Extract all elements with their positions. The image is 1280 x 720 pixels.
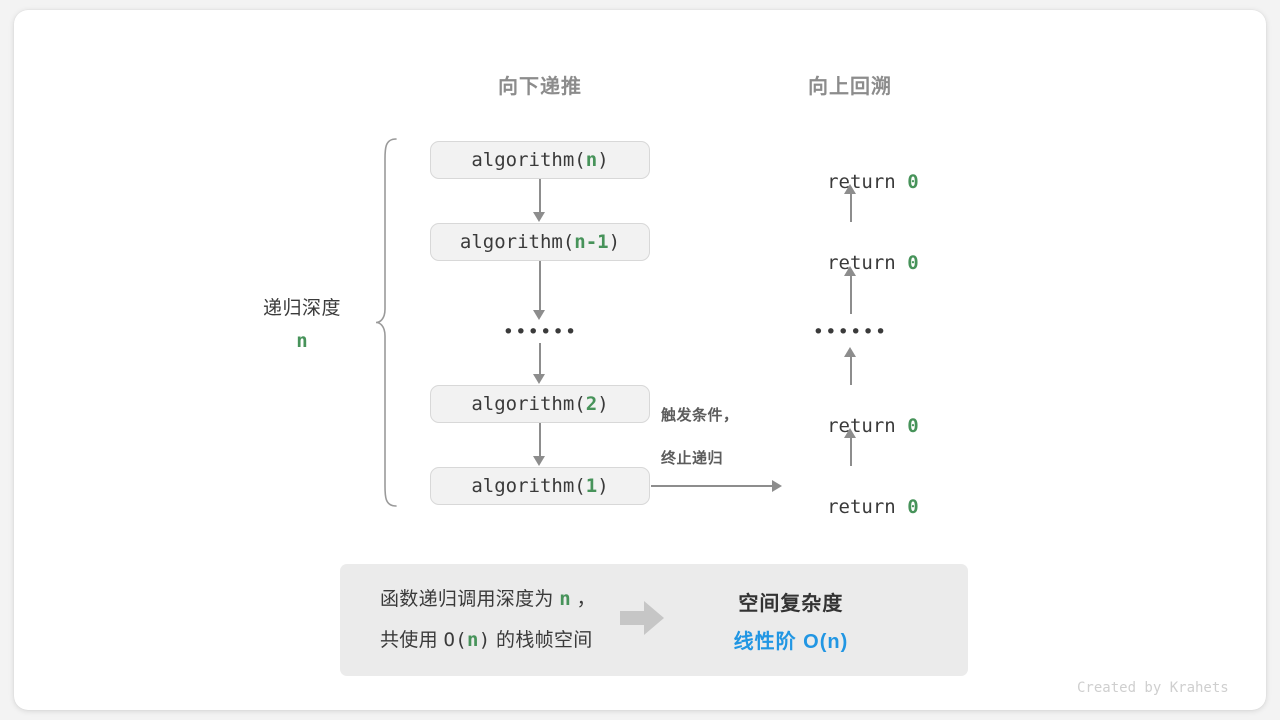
call-box-suffix: ) bbox=[597, 393, 609, 415]
up-arrow-head-1 bbox=[843, 184, 856, 194]
call-box-arg: n-1 bbox=[574, 231, 609, 253]
summary-line2-o: O( bbox=[443, 629, 467, 651]
call-box-n[interactable]: algorithm(n) bbox=[430, 141, 650, 179]
depth-value: n bbox=[296, 330, 308, 352]
call-box-arg: 2 bbox=[585, 393, 598, 415]
return-value: 0 bbox=[907, 171, 919, 193]
up-arrow-3 bbox=[849, 357, 853, 385]
call-box-suffix: ) bbox=[608, 231, 621, 253]
summary-line2-n: n bbox=[466, 629, 479, 651]
call-box-prefix: algorithm( bbox=[471, 393, 586, 415]
down-arrow-head-1 bbox=[532, 212, 545, 222]
return-column-ellipsis: •••••• bbox=[812, 321, 888, 343]
down-arrow-3 bbox=[538, 343, 542, 375]
depth-label: 递归深度 bbox=[262, 298, 341, 319]
call-box-suffix: ) bbox=[597, 475, 609, 497]
up-arrow-1 bbox=[849, 194, 853, 222]
call-box-suffix: ) bbox=[597, 149, 609, 171]
column-header-downward: 向下递推 bbox=[498, 76, 582, 98]
call-box-arg: n bbox=[585, 149, 598, 171]
call-box-prefix: algorithm( bbox=[471, 475, 586, 497]
summary-line1-a: 函数递归调用深度为 bbox=[380, 589, 560, 610]
up-arrow-head-2 bbox=[843, 266, 856, 276]
call-column-ellipsis: •••••• bbox=[502, 321, 578, 343]
right-arrow-icon bbox=[618, 598, 666, 643]
summary-line-2: 共使用 O(n) 的栈帧空间 bbox=[380, 620, 596, 661]
summary-line2-a: 共使用 bbox=[380, 630, 444, 651]
call-box-prefix: algorithm( bbox=[471, 149, 586, 171]
diagram-canvas: 向下递推 向上回溯 递归深度 n algorithm(n) algorithm(… bbox=[14, 10, 1266, 710]
return-keyword: return bbox=[827, 415, 908, 437]
summary-line1-n: n bbox=[559, 588, 572, 610]
return-value: 0 bbox=[907, 252, 919, 274]
termination-note-line2: 终止递归 bbox=[661, 450, 724, 467]
call-box-prefix: algorithm( bbox=[459, 231, 575, 253]
call-box-2[interactable]: algorithm(2) bbox=[430, 385, 650, 423]
summary-line1-b: ， bbox=[571, 589, 596, 610]
return-label-4: return 0 bbox=[740, 474, 960, 540]
return-keyword: return bbox=[827, 171, 908, 193]
down-arrow-head-2 bbox=[532, 310, 545, 320]
column-header-upward: 向上回溯 bbox=[808, 76, 892, 98]
termination-arrow-head bbox=[772, 479, 782, 492]
return-keyword: return bbox=[827, 496, 908, 518]
termination-arrow-line bbox=[651, 484, 773, 488]
summary-line2-c: ) bbox=[478, 629, 491, 651]
summary-panel: 函数递归调用深度为 n ， 共使用 O(n) 的栈帧空间 空间复杂度 线性阶 O… bbox=[340, 564, 968, 676]
return-keyword: return bbox=[827, 252, 908, 274]
down-arrow-1 bbox=[538, 179, 542, 213]
down-arrow-4 bbox=[538, 423, 542, 457]
return-value: 0 bbox=[907, 496, 919, 518]
summary-conclusion-value: 线性阶 O(n) bbox=[733, 630, 849, 653]
summary-line2-b: 的栈帧空间 bbox=[490, 630, 593, 651]
summary-left-text: 函数递归调用深度为 n ， 共使用 O(n) 的栈帧空间 bbox=[380, 579, 596, 661]
down-arrow-head-4 bbox=[532, 456, 545, 466]
summary-line-1: 函数递归调用深度为 n ， bbox=[380, 579, 596, 620]
call-box-arg: 1 bbox=[585, 475, 598, 497]
termination-note-line1: 触发条件， bbox=[661, 407, 739, 424]
return-value: 0 bbox=[907, 415, 919, 437]
call-box-n-minus-1[interactable]: algorithm(n-1) bbox=[430, 223, 650, 261]
depth-brace bbox=[374, 135, 406, 515]
down-arrow-head-3 bbox=[532, 374, 545, 384]
summary-conclusion: 空间复杂度 线性阶 O(n) bbox=[696, 587, 886, 654]
up-arrow-4 bbox=[849, 438, 853, 466]
down-arrow-2 bbox=[538, 261, 542, 311]
credit-label: Created by Krahets bbox=[1077, 680, 1229, 696]
call-box-1[interactable]: algorithm(1) bbox=[430, 467, 650, 505]
summary-conclusion-title: 空间复杂度 bbox=[738, 592, 844, 615]
up-arrow-head-4 bbox=[843, 428, 856, 438]
up-arrow-head-3 bbox=[843, 347, 856, 357]
up-arrow-2 bbox=[849, 276, 853, 314]
